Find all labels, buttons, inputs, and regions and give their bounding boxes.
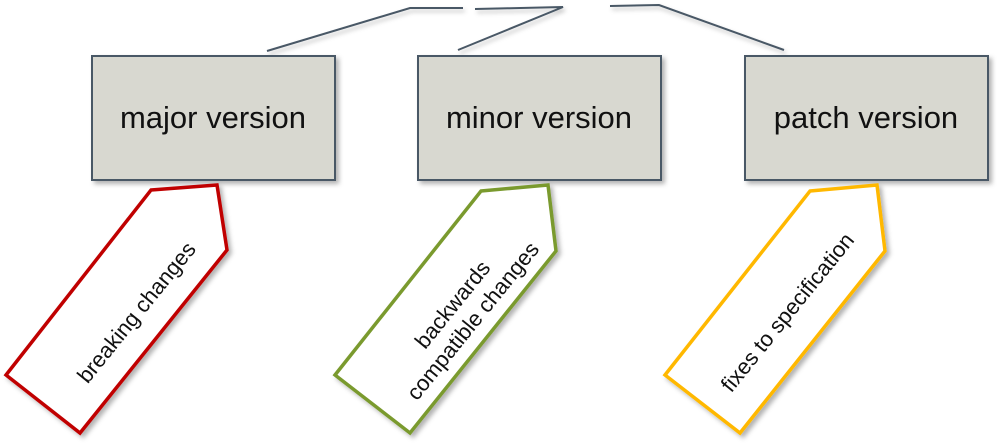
tag-patch: fixes to specification (662, 183, 887, 436)
box-minor: minor version (417, 55, 662, 181)
tag-major: breaking changes (3, 183, 229, 436)
connector-minor (457, 6, 564, 51)
box-major: major version (91, 55, 336, 181)
box-patch: patch version (744, 55, 989, 181)
connector-major (266, 7, 463, 52)
tag-minor: backwards compatible changes (332, 183, 558, 436)
connector-lines (266, 3, 785, 52)
connector-patch (609, 3, 785, 51)
box-minor-label: minor version (446, 100, 632, 135)
box-patch-label: patch version (774, 100, 958, 135)
box-major-label: major version (120, 100, 306, 135)
